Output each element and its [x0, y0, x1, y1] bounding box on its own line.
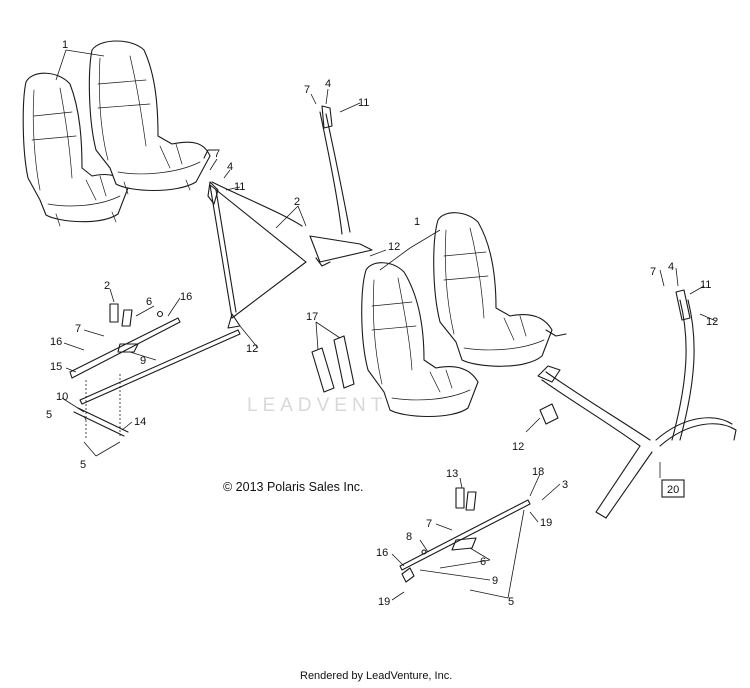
callout-17: 17	[306, 311, 318, 323]
callout-7: 7	[650, 266, 656, 278]
callout-16: 16	[376, 547, 388, 559]
callout-7: 7	[426, 518, 432, 530]
callout-10: 10	[56, 391, 68, 403]
callout-12: 12	[246, 343, 258, 355]
callout-6: 6	[146, 296, 152, 308]
callout-11: 11	[358, 97, 369, 109]
callout-4: 4	[325, 78, 331, 90]
callout-12: 12	[388, 241, 400, 253]
callout-2: 2	[294, 196, 300, 208]
callout-7: 7	[214, 148, 220, 160]
callout-11: 11	[234, 181, 245, 193]
trim-pads	[311, 335, 355, 393]
callout-16: 16	[180, 291, 192, 303]
callout-9: 9	[492, 575, 498, 587]
callout-4: 4	[227, 161, 233, 173]
callout-18: 18	[532, 466, 544, 478]
callout-12: 12	[706, 316, 718, 328]
callout-8: 8	[406, 531, 412, 543]
seat-base-kit-left	[69, 303, 241, 440]
callout-12: 12	[512, 441, 524, 453]
seat-base-kit-right	[399, 487, 531, 583]
callout-7: 7	[75, 323, 81, 335]
callout-14: 14	[134, 416, 146, 428]
seat-top-left-rear	[22, 72, 129, 227]
seat-center-front	[433, 212, 567, 367]
callout-5: 5	[508, 596, 514, 608]
seat-belt-right	[537, 289, 737, 519]
callout-16: 16	[50, 336, 62, 348]
callout-15: 15	[50, 361, 62, 373]
callout-19: 19	[540, 517, 552, 529]
leader-lines	[55, 49, 717, 601]
callout-5: 5	[46, 409, 52, 421]
callout-20: 20	[667, 484, 679, 496]
callout-7: 7	[304, 84, 310, 96]
callout-6: 6	[480, 556, 486, 568]
callout-box-20	[661, 479, 685, 498]
callout-5: 5	[80, 459, 86, 471]
callout-labels: 1 7 4 11 7 4 11 2 12 12 2 6 16 7 16 15 9…	[46, 39, 718, 608]
callout-3: 3	[562, 479, 568, 491]
seat-belt-upper-middle	[207, 105, 373, 329]
copyright-notice: © 2013 Polaris Sales Inc.	[223, 480, 364, 494]
callout-1: 1	[414, 216, 420, 228]
callout-1: 1	[62, 39, 68, 51]
callout-2: 2	[104, 280, 110, 292]
callout-11: 11	[700, 279, 711, 291]
callout-13: 13	[446, 468, 458, 480]
footer-credit: Rendered by LeadVenture, Inc.	[300, 670, 452, 682]
seat-top-left-front	[88, 40, 217, 195]
callout-19: 19	[378, 596, 390, 608]
callout-9: 9	[140, 355, 146, 367]
callout-4: 4	[668, 261, 674, 273]
seat-center-rear	[361, 262, 479, 418]
